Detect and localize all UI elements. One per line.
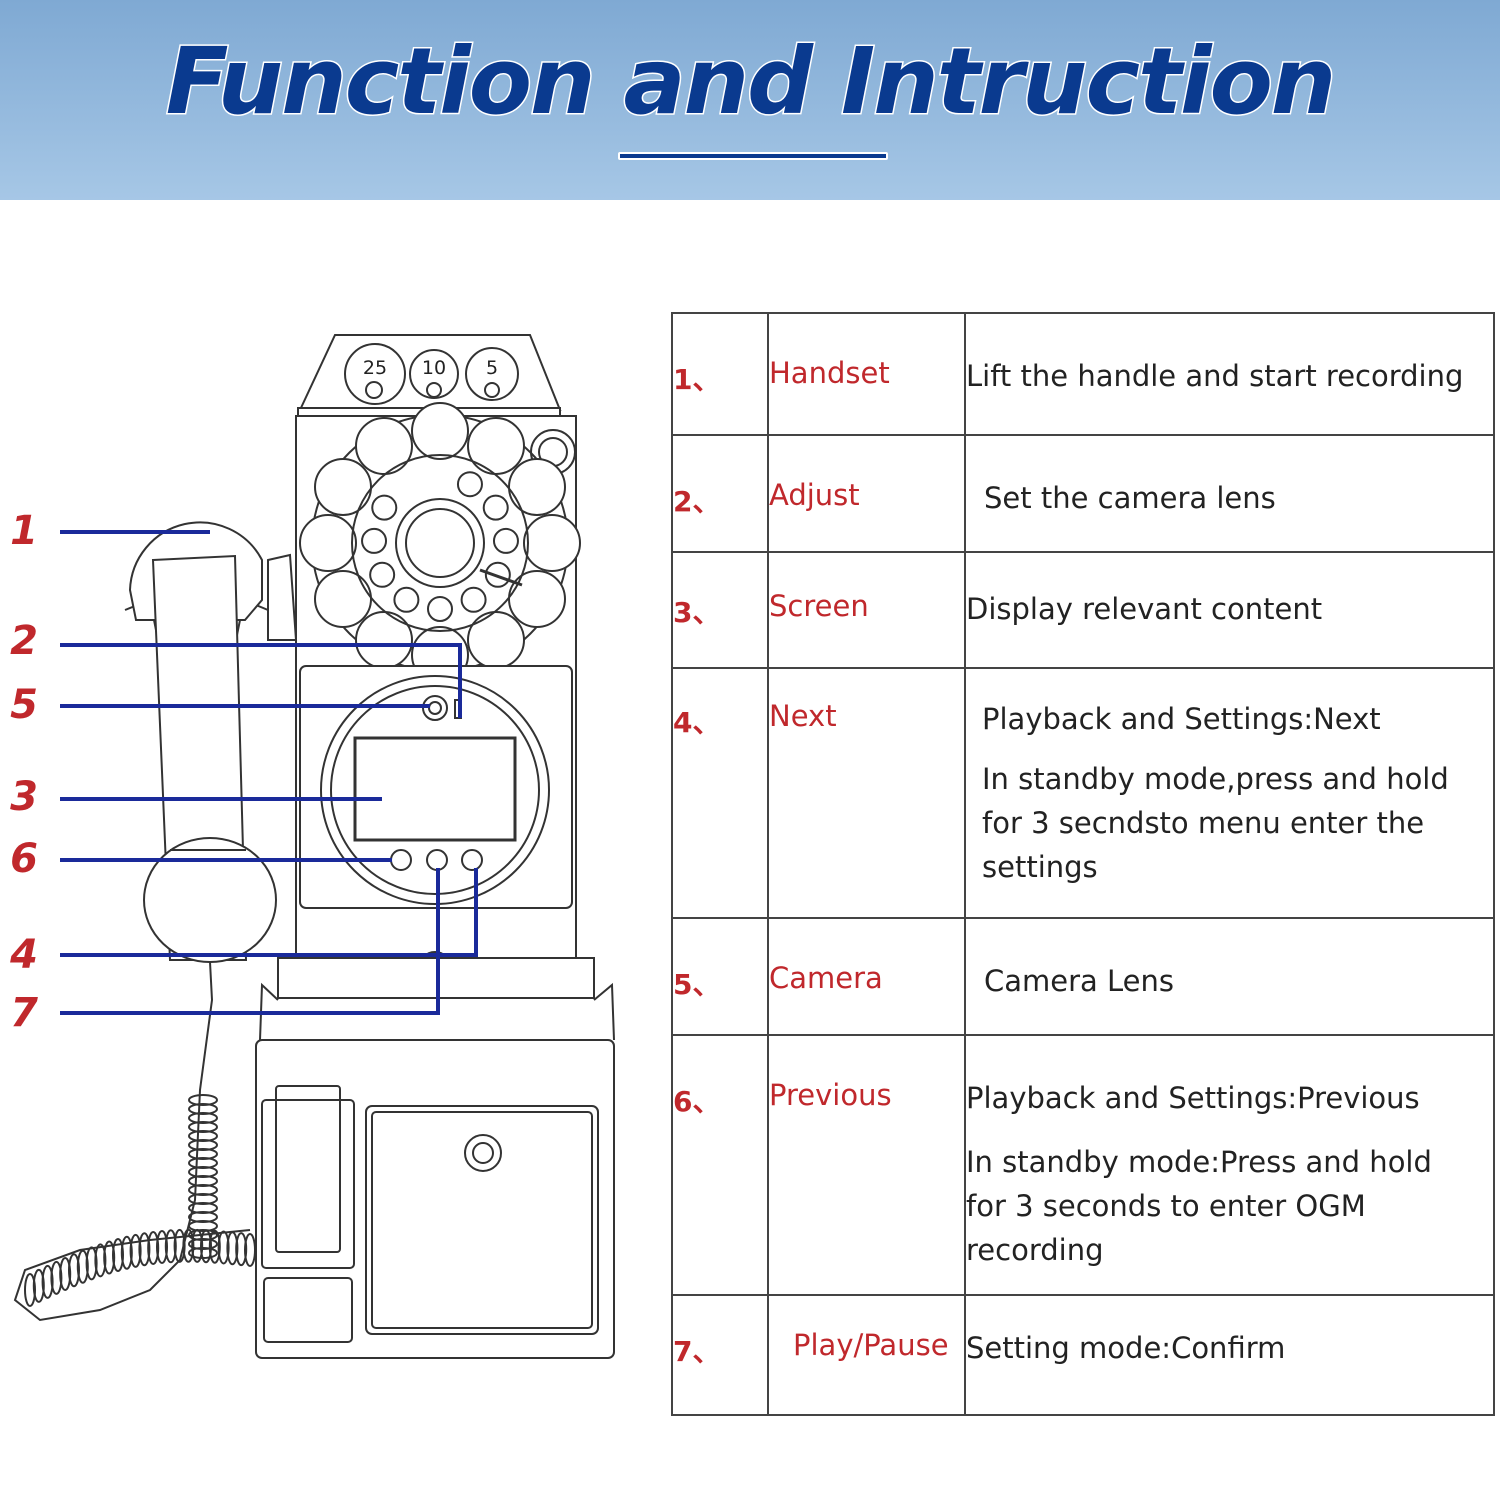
callout-number-4: 4 [10, 932, 38, 978]
table-row: 5、 Camera Camera Lens [671, 917, 1495, 1036]
table-row: 3、 Screen Display relevant content [671, 551, 1495, 669]
description-line: settings [982, 850, 1098, 884]
description-line: recording [966, 1233, 1104, 1267]
row-number: 1、 [671, 312, 769, 436]
page-title: Function and Intruction [164, 27, 1338, 137]
row-number: 2、 [671, 434, 769, 553]
description-line: for 3 seconds to enter OGM [966, 1189, 1366, 1223]
row-description: Setting mode:Confirm [964, 1294, 1495, 1416]
row-number: 3、 [671, 551, 769, 669]
handset [128, 521, 277, 963]
row-description: Display relevant content [964, 551, 1495, 669]
description-line: Lift the handle and start recording [966, 359, 1464, 393]
row-number: 4、 [671, 667, 769, 919]
row-number: 5、 [671, 917, 769, 1036]
row-name: Previous [767, 1034, 966, 1296]
function-table: 1、 Handset Lift the handle and start rec… [671, 312, 1495, 1416]
description-line: Display relevant content [966, 592, 1323, 626]
row-name: Camera [767, 917, 966, 1036]
row-number: 7、 [671, 1294, 769, 1416]
row-description: Camera Lens [964, 917, 1495, 1036]
callout-number-5: 5 [10, 682, 38, 728]
callout-lines [60, 530, 478, 1015]
coin-10: 10 [422, 357, 446, 379]
callout-number-6: 6 [10, 836, 38, 882]
row-description: Lift the handle and start recording [964, 312, 1495, 436]
row-name: Handset [767, 312, 966, 436]
leader-line-2 [60, 643, 462, 718]
table-row: 6、 Previous Playback and Settings:Previo… [671, 1034, 1495, 1296]
table-row: 1、 Handset Lift the handle and start rec… [671, 312, 1495, 436]
row-description: Playback and Settings:Previous In standb… [964, 1034, 1495, 1296]
row-name: Screen [767, 551, 966, 669]
coin-5: 5 [486, 357, 498, 379]
row-name: Adjust [767, 434, 966, 553]
description-line: In standby mode:Press and hold [966, 1145, 1432, 1179]
leader-line-4 [60, 868, 478, 957]
description-line: Setting mode:Confirm [966, 1331, 1286, 1365]
description-line: Set the camera lens [984, 481, 1276, 515]
description-line: for 3 secndsto menu enter the [982, 806, 1425, 840]
title-underline [618, 152, 888, 160]
row-number: 6、 [671, 1034, 769, 1296]
table-row: 2、 Adjust Set the camera lens [671, 434, 1495, 553]
leader-line-7 [60, 868, 440, 1015]
table-row: 7、 Play/Pause Setting mode:Confirm [671, 1294, 1495, 1416]
table-row: 4、 Next Playback and Settings:Next In st… [671, 667, 1495, 919]
description-line: Playback and Settings:Previous [966, 1081, 1420, 1115]
row-description: Set the camera lens [964, 434, 1495, 553]
coiled-cord [13, 961, 256, 1322]
callout-number-3: 3 [10, 774, 38, 820]
coin-25: 25 [363, 357, 387, 379]
row-name: Next [767, 667, 966, 919]
callout-number-1: 1 [10, 508, 38, 554]
callout-number-2: 2 [10, 618, 38, 664]
callout-number-7: 7 [10, 990, 38, 1036]
description-line: Camera Lens [984, 964, 1175, 998]
description-line: Playback and Settings:Next [982, 702, 1381, 736]
header-banner [0, 0, 1500, 200]
row-name: Play/Pause [767, 1294, 966, 1416]
description-line: In standby mode,press and hold [982, 762, 1449, 796]
row-description: Playback and Settings:Next In standby mo… [964, 667, 1495, 919]
coin-box [297, 334, 562, 419]
